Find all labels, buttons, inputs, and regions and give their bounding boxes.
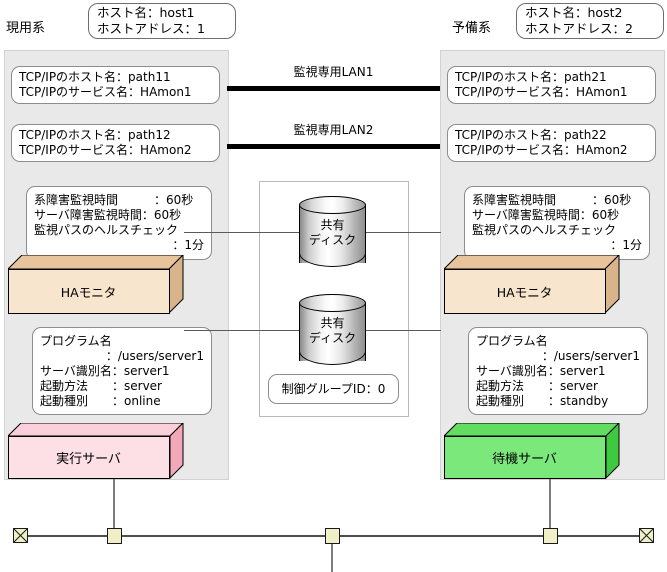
active-server-box: 実行サーバ — [8, 423, 184, 479]
standby-start-type: 起動種別 ：standby — [476, 393, 609, 408]
shared-disk-1-line2: ディスク — [308, 233, 357, 247]
active-start-type: 起動種別 ：online — [40, 393, 161, 408]
active-monitor-sys-time: 系障害監視時間 ：60秒 — [34, 193, 194, 207]
active-monitor-healthcheck: 監視パスのヘルスチェック — [34, 223, 179, 237]
standby-ha-monitor-label: HAモニタ — [496, 284, 553, 300]
shared-disk-2-line2: ディスク — [308, 331, 357, 345]
standby-program-path: ：/users/server1 — [541, 348, 640, 363]
standby-monitor-server-time: サーバ障害監視時間：60秒 — [472, 208, 620, 222]
bus-terminator-left — [13, 528, 28, 543]
shared-disk-1: 共有 ディスク — [299, 196, 366, 271]
standby-monitor-healthcheck-value: ：1分 — [610, 238, 642, 252]
bus-tap-left[interactable] — [107, 528, 122, 544]
lan1-bar — [227, 86, 440, 91]
center-bus-drop — [331, 536, 333, 572]
active-monitor-callout: 系障害監視時間 ：60秒 サーバ障害監視時間：60秒 監視パスのヘルスチェック … — [26, 186, 212, 260]
standby-ha-monitor-box: HAモニタ — [444, 255, 620, 314]
terminator-x-icon — [14, 529, 27, 542]
standby-host-name: ホスト名：host2 — [525, 5, 623, 20]
standby-path-box-1: TCP/IPのホスト名：path21 TCP/IPのサービス名：HAmon1 — [447, 66, 656, 104]
bus-terminator-right — [639, 528, 654, 543]
active-monitor-server-time: サーバ障害監視時間：60秒 — [34, 208, 182, 222]
active-server-ident: サーバ識別名：server1 — [40, 363, 170, 378]
active-ha-monitor-label: HAモニタ — [60, 284, 117, 300]
standby-server-ident: サーバ識別名：server1 — [476, 363, 606, 378]
active-path1-service: TCP/IPのサービス名：HAmon1 — [19, 85, 192, 99]
active-server-bus-drop — [113, 479, 115, 536]
bus-tap-right[interactable] — [543, 528, 558, 544]
active-system-label: 現用系 — [6, 21, 46, 36]
shared-disk-2-line1: 共有 — [320, 316, 345, 330]
shared-disk-1-line1: 共有 — [320, 218, 345, 232]
standby-server-label: 待機サーバ — [492, 451, 557, 467]
active-program-path: ：/users/server1 — [105, 348, 204, 363]
active-program-name-label: プログラム名 — [40, 333, 112, 348]
active-start-method: 起動方法 ：server — [40, 378, 162, 393]
active-host-box: ホスト名：host1 ホストアドレス：1 — [88, 3, 236, 39]
active-host-address: ホストアドレス：1 — [97, 21, 205, 36]
control-group-id: 制御グループID：0 — [281, 381, 386, 396]
standby-path2-service: TCP/IPのサービス名：HAmon2 — [455, 143, 628, 157]
bus-tap-center[interactable] — [325, 528, 340, 544]
standby-monitor-healthcheck: 監視パスのヘルスチェック — [472, 223, 617, 237]
active-host-name: ホスト名：host1 — [97, 5, 195, 20]
standby-host-box: ホスト名：host2 ホストアドレス：2 — [516, 3, 664, 39]
active-path2-service: TCP/IPのサービス名：HAmon2 — [19, 143, 192, 157]
standby-server-box: 待機サーバ — [444, 423, 620, 479]
lan2-bar — [227, 144, 440, 149]
standby-monitor-sys-time: 系障害監視時間 ：60秒 — [472, 193, 632, 207]
standby-system-label: 予備系 — [452, 21, 492, 36]
active-path-box-1: TCP/IPのホスト名：path11 TCP/IPのサービス名：HAmon1 — [11, 66, 220, 104]
standby-path2-hostname: TCP/IPのホスト名：path22 — [455, 128, 607, 142]
active-path-box-2: TCP/IPのホスト名：path12 TCP/IPのサービス名：HAmon2 — [11, 124, 220, 162]
standby-start-method: 起動方法 ：server — [476, 378, 598, 393]
lan2-label: 監視専用LAN2 — [293, 123, 374, 137]
lan1-label: 監視専用LAN1 — [293, 65, 374, 79]
standby-ha-monitor-3d-shape — [444, 255, 620, 314]
active-path2-hostname: TCP/IPのホスト名：path12 — [19, 128, 171, 142]
shared-disk-2: 共有 ディスク — [299, 294, 366, 369]
standby-path-box-2: TCP/IPのホスト名：path22 TCP/IPのサービス名：HAmon2 — [447, 124, 656, 162]
standby-monitor-callout: 系障害監視時間 ：60秒 サーバ障害監視時間：60秒 監視パスのヘルスチェック … — [464, 186, 650, 260]
active-ha-monitor-box: HAモニタ — [8, 255, 184, 314]
control-group-callout: 制御グループID：0 — [268, 374, 399, 404]
standby-server-3d-shape — [444, 423, 620, 479]
standby-path1-hostname: TCP/IPのホスト名：path21 — [455, 70, 607, 84]
standby-program-callout: プログラム名 ：/users/server1 サーバ識別名：server1 起動… — [468, 327, 648, 415]
active-server-3d-shape — [8, 423, 184, 479]
active-monitor-healthcheck-value: ：1分 — [172, 238, 204, 252]
active-program-callout: プログラム名 ：/users/server1 サーバ識別名：server1 起動… — [32, 327, 212, 415]
standby-path1-service: TCP/IPのサービス名：HAmon1 — [455, 85, 628, 99]
active-server-label: 実行サーバ — [56, 451, 121, 467]
standby-server-bus-drop — [549, 479, 551, 536]
active-ha-monitor-3d-shape — [8, 255, 184, 314]
terminator-x-icon — [640, 529, 653, 542]
standby-host-address: ホストアドレス：2 — [525, 21, 633, 36]
standby-program-name-label: プログラム名 — [476, 333, 548, 348]
active-path1-hostname: TCP/IPのホスト名：path11 — [19, 70, 171, 84]
